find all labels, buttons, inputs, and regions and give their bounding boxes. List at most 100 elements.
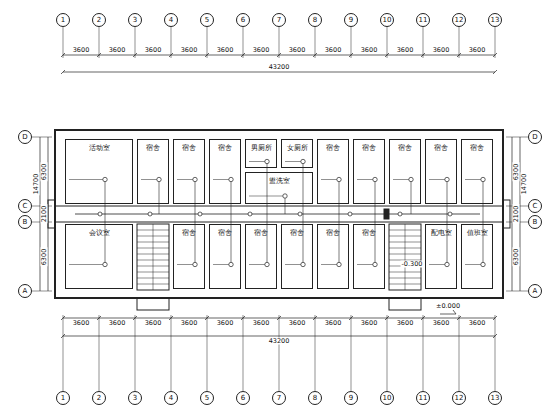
- dimension-text: ±0.000: [435, 303, 461, 310]
- branch-wire: [195, 182, 196, 214]
- branch-wire: [195, 214, 196, 262]
- axis-line: [495, 27, 496, 58]
- dim-tick: [97, 53, 101, 57]
- axis-bubble: 8: [308, 391, 322, 405]
- axis-bubble: A: [528, 284, 542, 298]
- room-box: 值班室: [461, 224, 493, 289]
- branch-wire: [105, 182, 106, 214]
- room-name: 会议室: [66, 225, 132, 237]
- switch-wire: [285, 264, 301, 265]
- axis-bubble: 12: [452, 13, 466, 27]
- corridor-lamp: [248, 212, 252, 216]
- axis-line: [99, 27, 100, 58]
- switch-wire: [429, 179, 445, 180]
- branch-wire: [411, 182, 412, 214]
- room-box: 宿舍: [209, 224, 241, 289]
- room-name: 宿舍: [354, 140, 384, 152]
- dimension-text: 43200: [268, 64, 291, 71]
- room-box: 宿舍: [209, 139, 241, 204]
- dim-tick: [169, 53, 173, 57]
- axis-bubble: C: [18, 199, 32, 213]
- room-box: 宿舍: [389, 139, 421, 204]
- lamp-symbol: [445, 177, 449, 181]
- dimension: 6300: [41, 247, 48, 266]
- room-box: 女厕所: [281, 139, 313, 168]
- room-name: 男厕所: [246, 140, 276, 152]
- axis-line: [506, 137, 528, 138]
- axis-bubble: 5: [200, 13, 214, 27]
- dimension: 2100: [41, 205, 48, 224]
- entrance: [48, 200, 55, 228]
- room-box: 盥洗室: [245, 172, 313, 204]
- switch-wire: [321, 179, 337, 180]
- axis-bubble: 2: [92, 391, 106, 405]
- branch-wire: [339, 214, 340, 262]
- room-box: 男厕所: [245, 139, 277, 168]
- axis-bubble: B: [528, 215, 542, 229]
- lamp-symbol: [229, 177, 233, 181]
- lamp-symbol: [301, 159, 305, 163]
- room-box: 宿舍: [317, 139, 349, 204]
- corridor-wall: [55, 222, 503, 223]
- branch-wire: [231, 182, 232, 214]
- axis-bubble: D: [528, 130, 542, 144]
- dim-tick: [277, 53, 281, 57]
- lamp-symbol: [157, 177, 161, 181]
- room-box: 宿舍: [173, 139, 205, 204]
- corridor-lamp: [98, 212, 102, 216]
- dimension: 14700: [33, 173, 40, 196]
- corridor-lamp: [298, 212, 302, 216]
- dim-tick: [493, 53, 497, 57]
- axis-line: [135, 27, 136, 58]
- switch-wire: [321, 264, 337, 265]
- corridor-lamp: [198, 212, 202, 216]
- dim-tick: [61, 334, 65, 338]
- dimension-text: 3600: [144, 320, 163, 327]
- axis-line: [207, 27, 208, 58]
- axis-line: [63, 27, 64, 58]
- dim-tick: [61, 70, 65, 74]
- dimension: 6300: [41, 162, 48, 181]
- axis-line: [243, 315, 244, 391]
- room-name: 宿舍: [174, 225, 204, 237]
- axis-line: [459, 27, 460, 58]
- corridor-lamp: [148, 212, 152, 216]
- axis-line: [351, 27, 352, 58]
- lamp-symbol: [283, 194, 287, 198]
- lamp-symbol: [103, 177, 107, 181]
- axis-line: [207, 315, 208, 391]
- lamp-symbol: [373, 262, 377, 266]
- room-box: 宿舍: [425, 139, 457, 204]
- dimension-text: 3600: [432, 320, 451, 327]
- corridor-wall: [55, 206, 503, 207]
- axis-line: [315, 315, 316, 391]
- dim-line: [520, 137, 521, 291]
- switch-wire: [69, 179, 103, 180]
- dimension-text: 3600: [72, 320, 91, 327]
- room-box: 宿舍: [317, 224, 349, 289]
- axis-bubble: 10: [380, 391, 394, 405]
- axis-bubble: 13: [488, 13, 502, 27]
- lamp-symbol: [193, 262, 197, 266]
- dimension-text: 3600: [216, 320, 235, 327]
- axis-line: [32, 137, 52, 138]
- branch-wire: [483, 182, 484, 214]
- lamp-symbol: [337, 262, 341, 266]
- branch-wire: [339, 182, 340, 214]
- room-name: 宿舍: [318, 140, 348, 152]
- axis-bubble: 6: [236, 391, 250, 405]
- dimension-text: 3600: [396, 47, 415, 54]
- axis-bubble: A: [18, 284, 32, 298]
- axis-line: [315, 27, 316, 58]
- axis-bubble: 7: [272, 391, 286, 405]
- room-box: 宿舍: [281, 224, 313, 289]
- entrance: [503, 200, 510, 228]
- axis-bubble: 1: [56, 13, 70, 27]
- lamp-symbol: [445, 262, 449, 266]
- axis-line: [387, 27, 388, 58]
- switch-wire: [357, 179, 373, 180]
- axis-line: [171, 315, 172, 391]
- room-name: 宿舍: [318, 225, 348, 237]
- room-box: 宿舍: [353, 139, 385, 204]
